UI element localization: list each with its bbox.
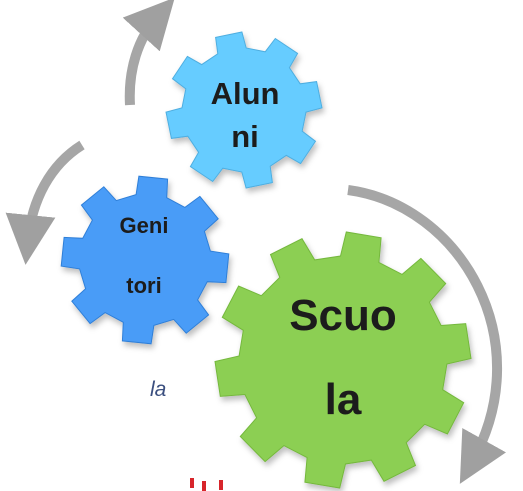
arrow-top	[122, 0, 175, 106]
red-mark	[202, 481, 206, 491]
gear-alunni-label-line2: ni	[231, 119, 259, 154]
gear-genitori-label-line1: Geni	[120, 213, 169, 238]
arrow-right	[347, 185, 506, 484]
gear-alunni: Alun ni	[165, 31, 323, 189]
gear-scuola: Scuo la	[214, 231, 472, 489]
red-mark	[219, 480, 223, 490]
gear-alunni-label-line1: Alun	[211, 76, 280, 111]
gear-scuola-label-line1: Scuo	[289, 291, 397, 340]
side-text: la	[150, 378, 167, 401]
arrow-left	[5, 140, 85, 265]
gear-genitori-label-line2: tori	[126, 273, 161, 298]
gear-genitori: Geni tori	[60, 175, 230, 345]
gear-scuola-label-line2: la	[325, 375, 362, 424]
red-mark	[190, 478, 194, 488]
